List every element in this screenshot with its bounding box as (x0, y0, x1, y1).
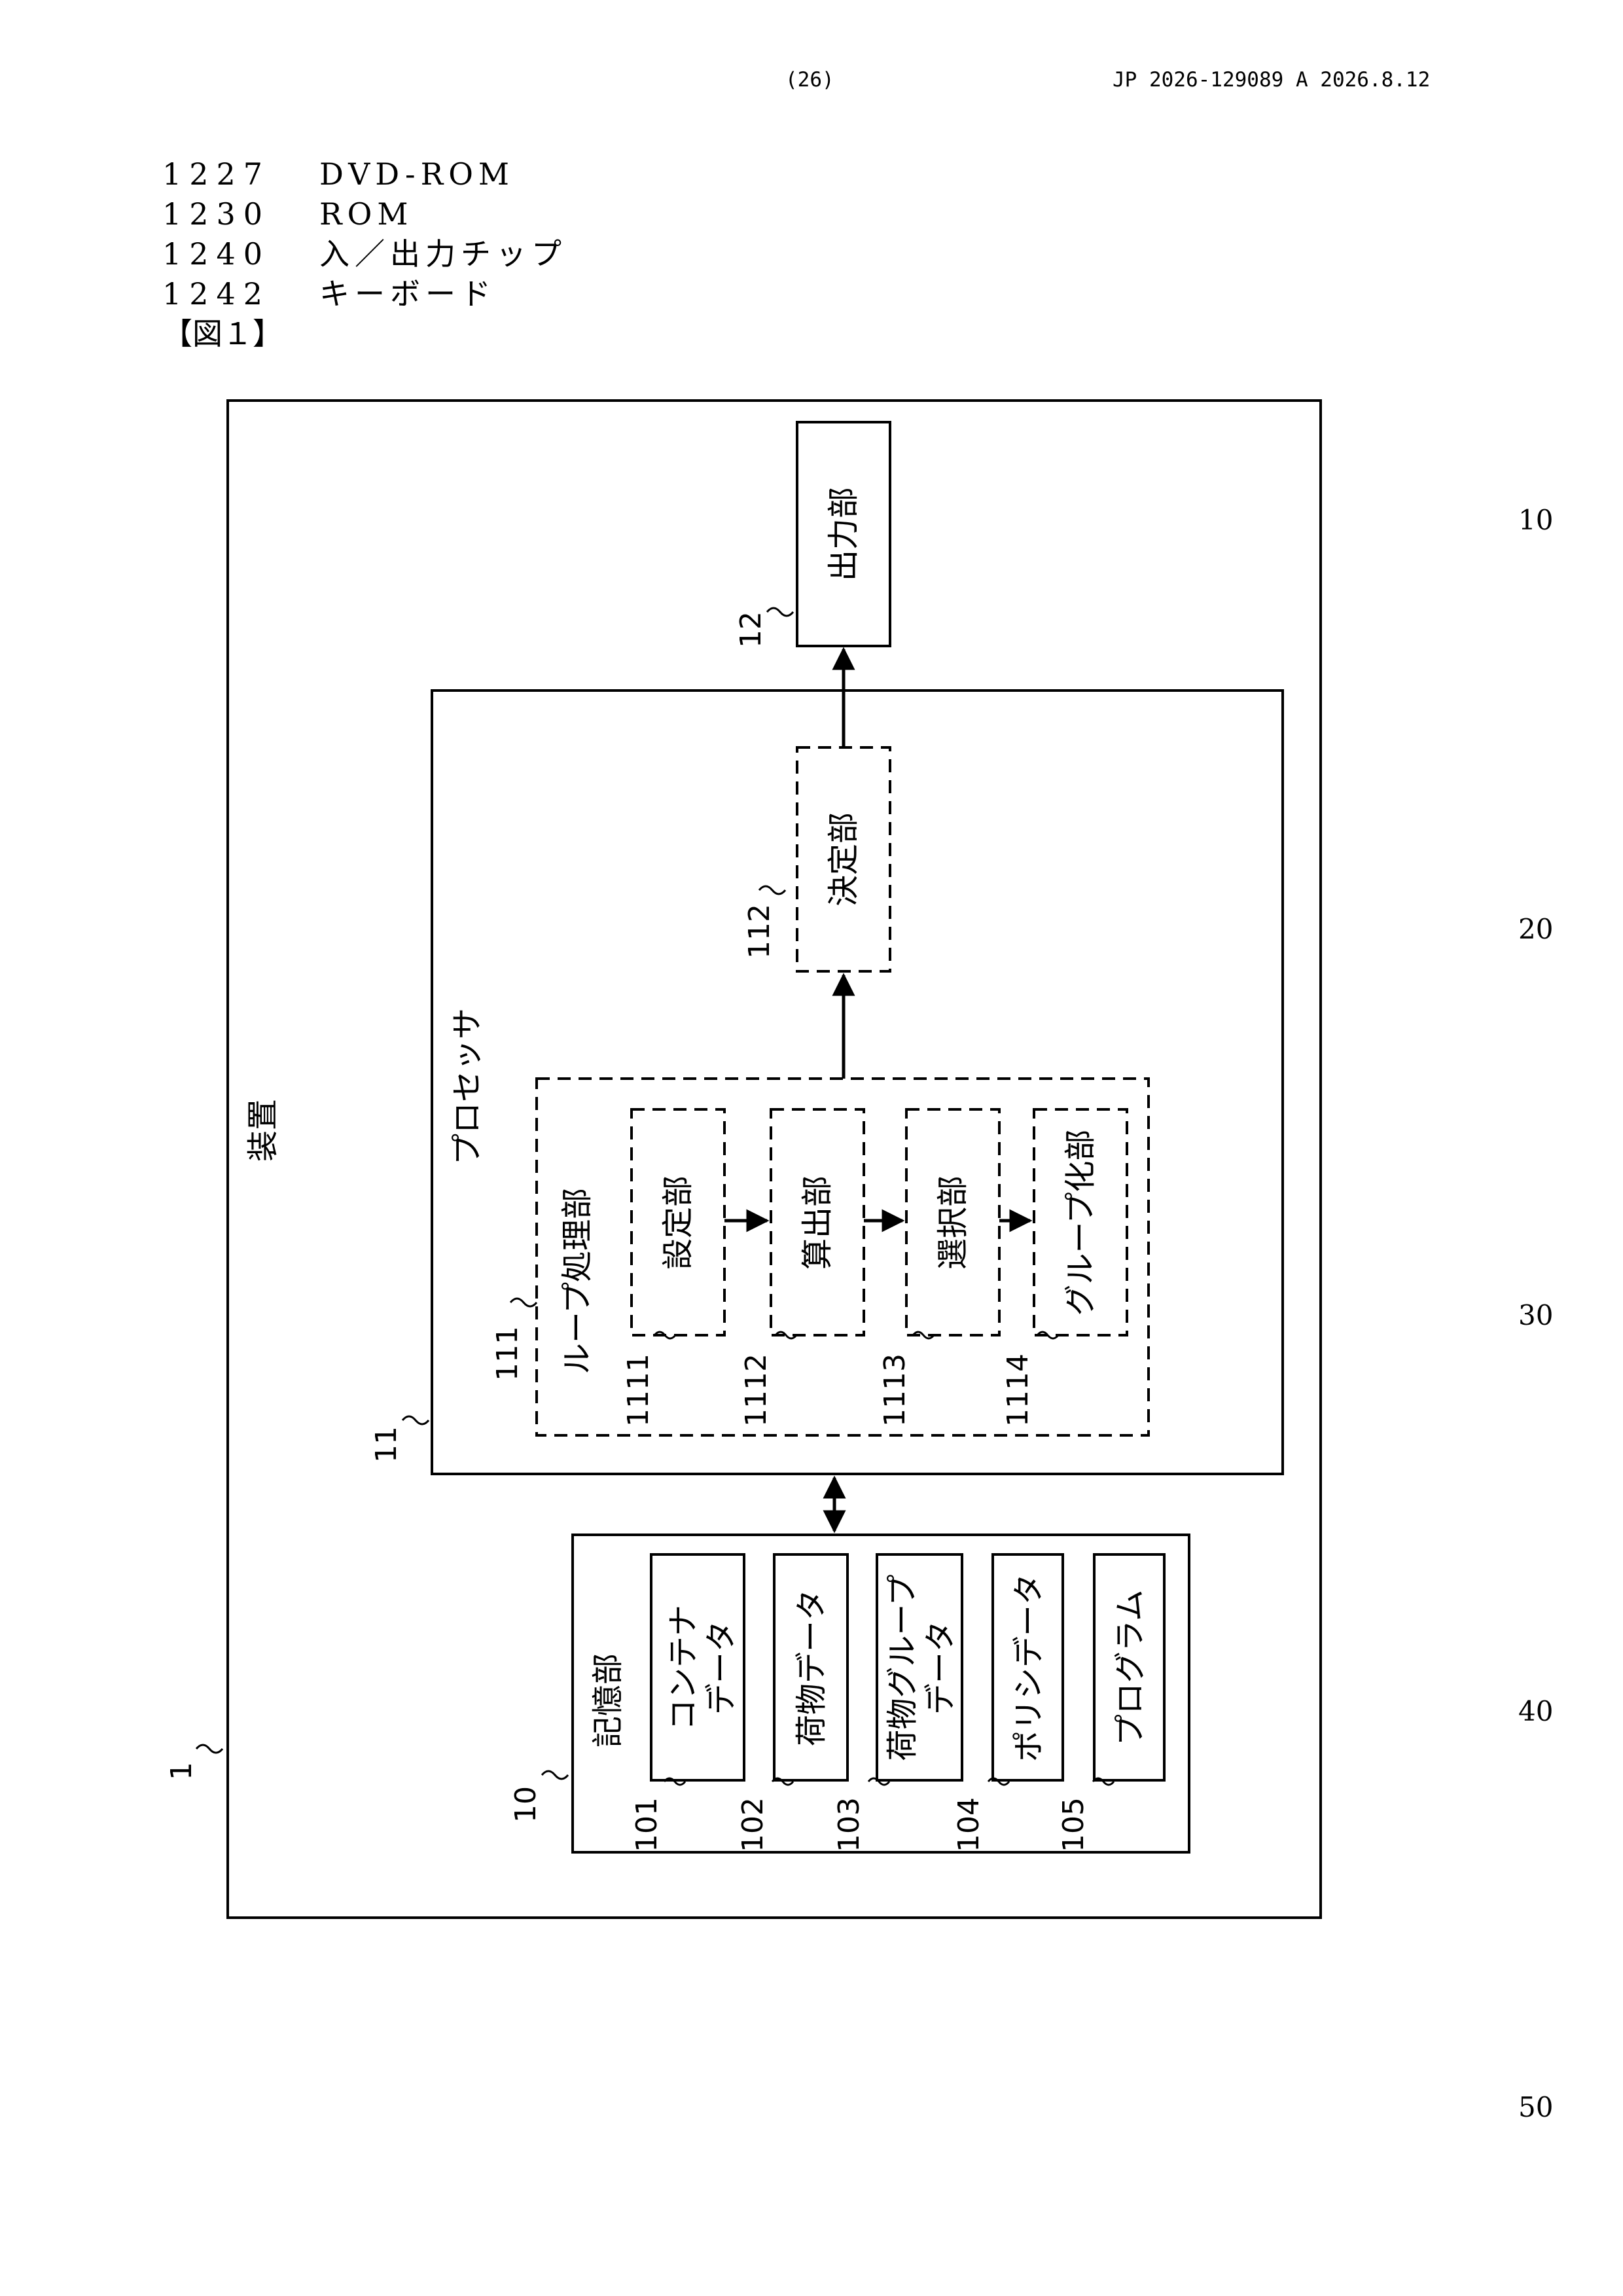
cargo-group-data-label: 荷物グループ (884, 1574, 921, 1761)
storage-ref-leader (542, 1771, 568, 1779)
calc-unit-label: 算出部 (799, 1175, 836, 1270)
device-ref: 1 (165, 1762, 198, 1780)
container-data-label: コンテナ (665, 1605, 702, 1731)
processor-ref-leader (402, 1416, 429, 1424)
cargo-group-data-ref: 103 (832, 1797, 866, 1852)
storage-label: 記憶部 (590, 1653, 626, 1748)
loop-unit-label: ループ処理部 (559, 1188, 596, 1374)
processor-ref: 11 (370, 1426, 403, 1463)
cargo-data-label: 荷物データ (793, 1589, 830, 1746)
group-unit-label: グループ化部 (1062, 1129, 1099, 1316)
program-ref: 105 (1057, 1797, 1090, 1852)
decision-unit-label: 決定部 (825, 812, 862, 906)
container-data-label: データ (703, 1621, 740, 1715)
decision-unit-ref: 112 (743, 904, 776, 959)
select-unit-ref: 1113 (878, 1354, 912, 1427)
output-unit-ref-leader (767, 608, 793, 616)
setting-unit-ref: 1111 (622, 1354, 655, 1427)
setting-unit-label: 設定部 (660, 1175, 696, 1270)
container-data-ref: 101 (630, 1797, 664, 1852)
loop-unit-ref: 111 (491, 1326, 524, 1381)
loop-unit-ref-leader (510, 1299, 537, 1306)
output-unit-label: 出力部 (825, 487, 862, 581)
group-unit-ref: 1114 (1001, 1354, 1035, 1427)
policy-data-label: ポリシデータ (1010, 1573, 1047, 1762)
decision-unit-ref-leader (759, 886, 785, 894)
cargo-group-data-label: データ (922, 1621, 959, 1715)
select-unit-label: 選択部 (935, 1175, 971, 1270)
cargo-data-ref: 102 (736, 1797, 770, 1852)
storage-ref: 10 (509, 1786, 543, 1823)
device-label: 装置 (245, 1099, 281, 1162)
program-label: プログラム (1112, 1590, 1149, 1746)
device-ref-leader (196, 1745, 223, 1753)
output-unit-ref: 12 (734, 611, 768, 648)
processor-label: プロセッサ (449, 1008, 486, 1165)
policy-data-ref: 104 (952, 1797, 986, 1852)
calc-unit-ref: 1112 (740, 1354, 773, 1427)
